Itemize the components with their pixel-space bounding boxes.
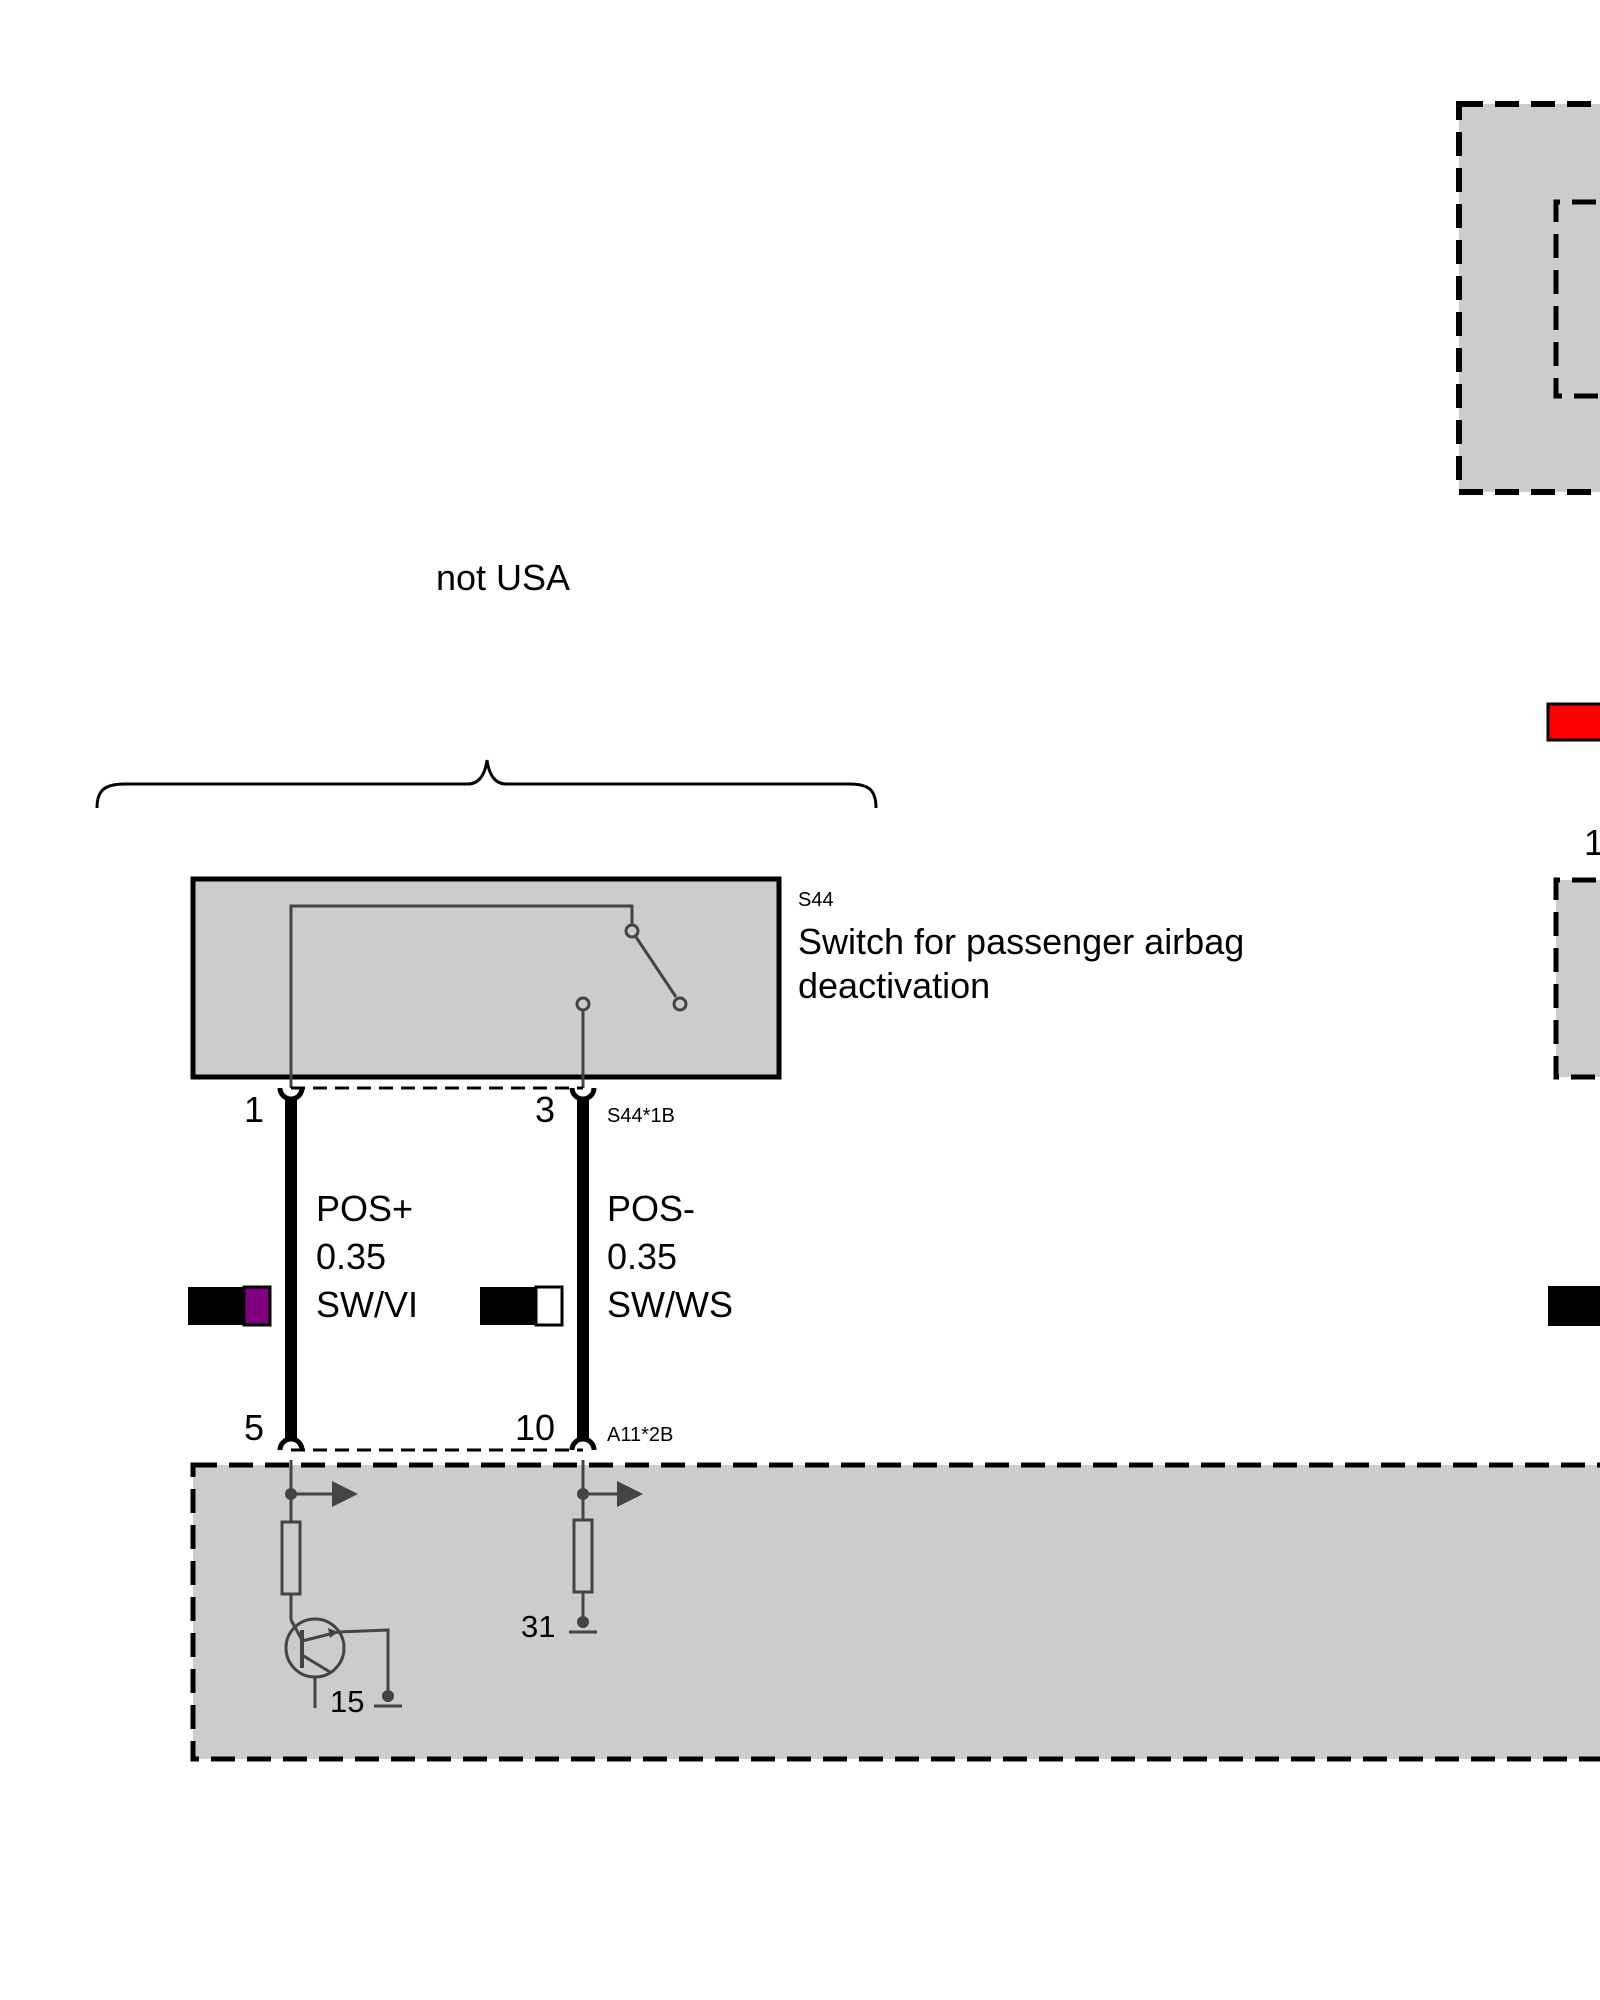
partial-component-mid-right — [1553, 877, 1600, 1080]
wire1-gauge: 0.35 — [316, 1236, 386, 1277]
wire2-color-swatch-stripe — [534, 1285, 564, 1327]
switch-pivot — [624, 923, 640, 939]
edge-pin-label: 1 — [1584, 822, 1600, 863]
control-unit-body — [190, 1462, 1600, 1762]
partial-component-top-right — [1456, 101, 1600, 495]
switch-s44 — [190, 876, 782, 1088]
switch-connector-id: S44*1B — [607, 1105, 675, 1127]
switch-contact-fixed — [575, 996, 591, 1012]
wire2-gauge: 0.35 — [607, 1236, 677, 1277]
control-unit-pin-5: 5 — [244, 1407, 264, 1448]
wire1-color-swatch-base — [188, 1287, 244, 1325]
terminal-31-label: 31 — [521, 1609, 555, 1644]
wire2-color-swatch-base — [480, 1287, 536, 1325]
input-circuit-pos-minus — [569, 1460, 643, 1634]
switch-name-line2: deactivation — [798, 965, 990, 1006]
wire2-signal: POS- — [607, 1188, 695, 1229]
variant-note: not USA — [436, 557, 570, 598]
control-unit-a11: 15 31 — [190, 1460, 1600, 1762]
variant-brace — [95, 759, 878, 809]
switch-contact-open — [672, 996, 688, 1012]
signal-arrow-icon — [617, 1481, 643, 1507]
connector-a11-pin5-cup — [277, 1436, 305, 1451]
connector-s44-pin1-cup — [277, 1087, 305, 1102]
switch-common-line — [289, 904, 634, 1088]
input-circuit-pos-plus — [280, 1460, 402, 1708]
control-unit-pin-10: 10 — [515, 1407, 555, 1448]
wire1-color-code: SW/VI — [316, 1284, 418, 1325]
terminal-15-label: 15 — [330, 1684, 364, 1719]
alert-color-block — [1546, 702, 1600, 742]
signal-arrow-icon — [332, 1481, 358, 1507]
wire2-color-code: SW/WS — [607, 1284, 733, 1325]
wire1-color-swatch-stripe — [242, 1285, 272, 1327]
control-unit-connector-id: A11*2B — [607, 1424, 673, 1446]
resistor-icon — [280, 1520, 302, 1596]
resistor-icon — [572, 1518, 594, 1594]
connector-s44-pin3-cup — [569, 1087, 597, 1102]
switch-body — [190, 876, 782, 1080]
switch-name-line1: Switch for passenger airbag — [798, 921, 1244, 962]
switch-id: S44 — [798, 889, 834, 911]
wire1-signal: POS+ — [316, 1188, 413, 1229]
switch-pin-3: 3 — [535, 1089, 555, 1130]
edge-wire-color-swatch — [1548, 1286, 1600, 1326]
switch-blade — [634, 936, 678, 998]
switch-pin-1: 1 — [244, 1089, 264, 1130]
connector-a11-pin10-cup — [569, 1436, 597, 1451]
